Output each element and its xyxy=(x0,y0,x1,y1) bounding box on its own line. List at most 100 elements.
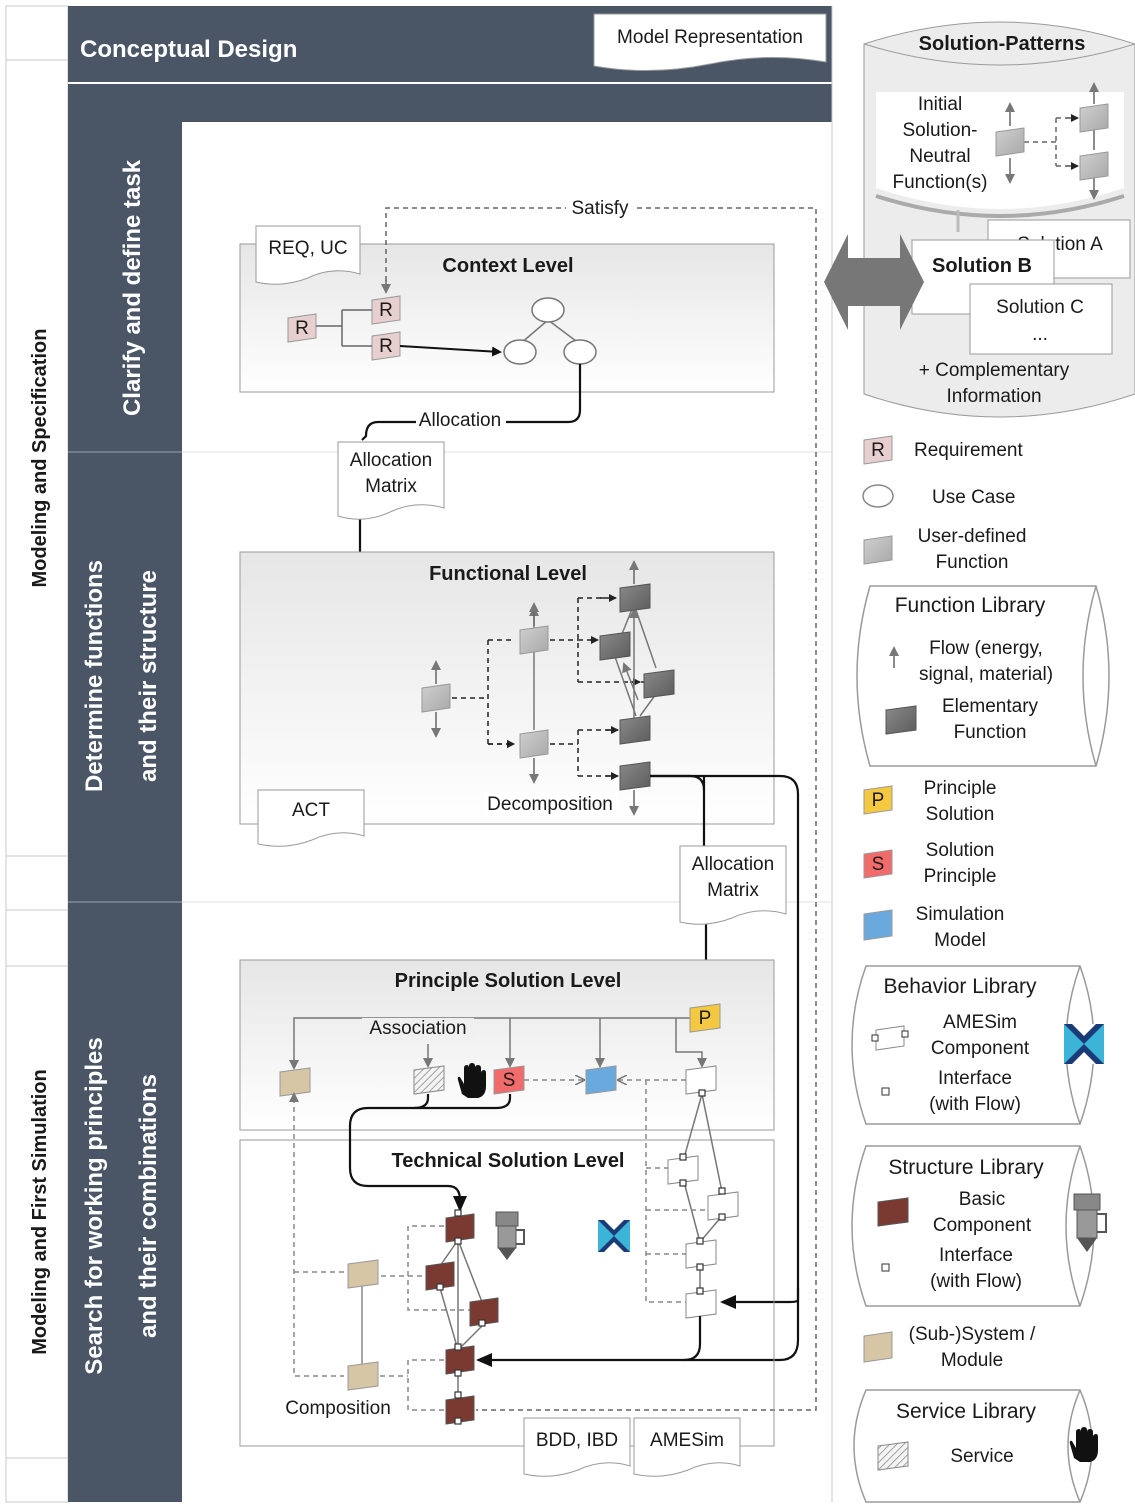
amesim-component-box xyxy=(685,1065,717,1095)
svg-text:AMESim: AMESim xyxy=(943,1012,1017,1033)
left-bar: Modeling and Specification Modeling and … xyxy=(5,5,69,1503)
svg-text:Service: Service xyxy=(950,1446,1013,1467)
svg-text:Flow (energy,: Flow (energy, xyxy=(929,638,1043,659)
user-defined-function xyxy=(421,683,451,713)
functional-level-title: Functional Level xyxy=(429,563,587,585)
svg-text:+ Complementary: + Complementary xyxy=(919,360,1070,381)
legend-simulation-model: Simulation Model xyxy=(863,904,1005,951)
svg-text:Component: Component xyxy=(933,1215,1032,1236)
subsystem-box xyxy=(347,1361,379,1391)
behavior-interfaces xyxy=(679,1089,726,1295)
svg-text:signal, material): signal, material) xyxy=(919,664,1053,685)
amesim-logo-icon xyxy=(1064,1024,1104,1064)
header: Conceptual Design Model Representation xyxy=(68,6,832,122)
svg-text:S: S xyxy=(503,1070,516,1091)
allocation-label: Allocation xyxy=(419,410,501,431)
svg-text:Function(s): Function(s) xyxy=(892,172,987,193)
hand-icon xyxy=(457,1063,486,1098)
bdd-ibd-doc xyxy=(523,1417,631,1477)
functional-level: Functional Level ACT xyxy=(239,551,775,847)
amesim-doc-label: AMESim xyxy=(650,1430,724,1451)
amesim-component-box xyxy=(685,1289,717,1319)
req-uc-doc xyxy=(255,225,361,285)
technical-solution-level: Technical Solution Level xyxy=(239,1080,775,1477)
elementary-function xyxy=(643,669,675,699)
svg-text:Solution C: Solution C xyxy=(996,297,1084,318)
user-defined-function xyxy=(519,625,549,655)
legend-user-defined-function: User-defined Function xyxy=(863,526,1027,573)
satisfy-connector: Satisfy xyxy=(381,198,817,1411)
req-uc-label: REQ, UC xyxy=(268,238,347,259)
svg-text:Principle: Principle xyxy=(924,866,997,887)
svg-text:User-defined: User-defined xyxy=(918,526,1027,547)
requirement-box: R xyxy=(371,331,401,361)
amesim-component-box xyxy=(667,1155,699,1185)
svg-text:Matrix: Matrix xyxy=(365,476,417,497)
elementary-function xyxy=(599,631,631,661)
model-representation-label: Model Representation xyxy=(617,27,803,48)
legend-subsystem: (Sub-)System / Module xyxy=(863,1324,1036,1371)
svg-text:Solution: Solution xyxy=(926,840,995,861)
basic-component xyxy=(445,1395,475,1425)
svg-text:Function Library: Function Library xyxy=(895,594,1046,617)
svg-text:Component: Component xyxy=(931,1038,1030,1059)
allocation-matrix-doc: Allocation Matrix xyxy=(679,845,787,925)
svg-text:Simulation: Simulation xyxy=(916,904,1005,925)
svg-text:(with Flow): (with Flow) xyxy=(929,1094,1021,1115)
phase-search-1: Search for working principles xyxy=(81,1037,108,1374)
basic-component xyxy=(445,1345,475,1375)
hand-icon xyxy=(1069,1427,1098,1462)
svg-text:Model: Model xyxy=(934,930,986,951)
solution-c-card xyxy=(969,283,1113,355)
svg-text:Structure Library: Structure Library xyxy=(888,1156,1044,1179)
service-box xyxy=(413,1065,445,1095)
service-library: Service Library Service xyxy=(853,1389,1098,1503)
basic-component xyxy=(469,1297,499,1327)
function-library: Function Library Flow (energy, signal, m… xyxy=(856,585,1110,767)
svg-text:Behavior Library: Behavior Library xyxy=(884,975,1037,998)
pin-connector-icon xyxy=(1073,1193,1107,1252)
subsystem-box xyxy=(347,1259,379,1289)
technical-level-title: Technical Solution Level xyxy=(391,1150,624,1172)
decomposition-label: Decomposition xyxy=(487,794,613,815)
svg-text:...: ... xyxy=(1032,324,1048,345)
amesim-logo-icon xyxy=(598,1220,630,1252)
solution-patterns: Solution-Patterns Initial Solution- Neut… xyxy=(863,21,1135,418)
legend-principle-solution: P Principle Solution xyxy=(863,778,996,825)
legend-requirement: R Requirement xyxy=(863,435,1023,465)
principle-level-title: Principle Solution Level xyxy=(395,970,622,992)
phase-column: Clarify and define task Determine functi… xyxy=(68,122,182,1502)
label-modeling-simulation: Modeling and First Simulation xyxy=(29,1069,51,1355)
svg-text:Module: Module xyxy=(941,1350,1003,1371)
svg-text:Information: Information xyxy=(946,386,1041,407)
subsystem-box xyxy=(279,1067,311,1097)
svg-text:S: S xyxy=(872,854,885,875)
svg-text:(Sub-)System /: (Sub-)System / xyxy=(909,1324,1036,1345)
elementary-function xyxy=(619,715,651,745)
phase-clarify: Clarify and define task xyxy=(119,159,146,416)
svg-text:Elementary: Elementary xyxy=(942,696,1039,717)
act-doc xyxy=(257,789,365,847)
svg-text:Solution B: Solution B xyxy=(932,255,1032,277)
requirement-box: R xyxy=(287,313,317,343)
solution-patterns-title: Solution-Patterns xyxy=(919,33,1086,55)
legend-solution-principle: S Solution Principle xyxy=(863,840,997,887)
svg-text:Solution: Solution xyxy=(926,804,995,825)
svg-text:R: R xyxy=(295,318,309,339)
requirement-box: R xyxy=(371,295,401,325)
component-interfaces xyxy=(436,1209,486,1425)
page-title: Conceptual Design xyxy=(80,36,297,63)
principle-solution-box: P xyxy=(689,1003,721,1033)
svg-text:Interface: Interface xyxy=(938,1068,1012,1089)
svg-text:Service Library: Service Library xyxy=(896,1400,1037,1423)
basic-component xyxy=(445,1213,475,1243)
legend-use-case: Use Case xyxy=(862,484,1015,508)
phase-determine-2: and their structure xyxy=(135,570,162,782)
simulation-model-box xyxy=(585,1065,617,1095)
elementary-function xyxy=(619,761,651,791)
svg-text:(with Flow): (with Flow) xyxy=(930,1271,1022,1292)
svg-text:R: R xyxy=(379,300,393,321)
svg-text:Requirement: Requirement xyxy=(914,440,1023,461)
svg-text:P: P xyxy=(872,790,885,811)
